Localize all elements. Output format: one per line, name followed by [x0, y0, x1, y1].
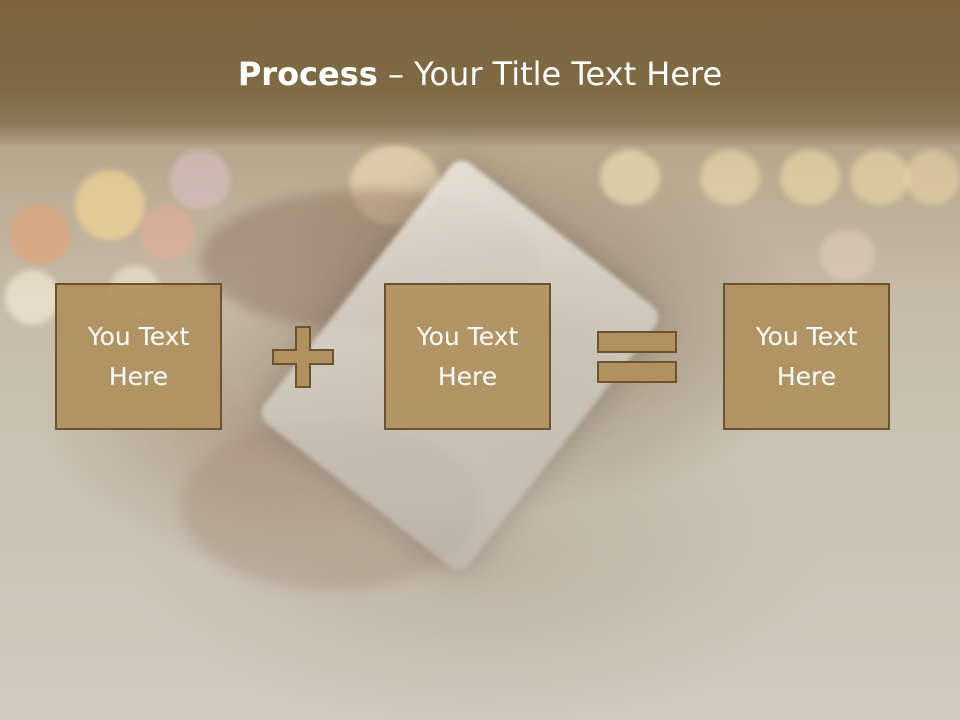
- process-box-2[interactable]: You Text Here: [384, 283, 551, 430]
- bokeh-light: [5, 270, 60, 325]
- slide-title: Process – Your Title Text Here: [0, 52, 960, 96]
- bokeh-light: [140, 205, 195, 260]
- title-rest: – Your Title Text Here: [377, 55, 723, 93]
- bokeh-light: [75, 170, 145, 240]
- bokeh-light: [820, 230, 875, 280]
- bokeh-light: [700, 150, 760, 205]
- bokeh-light: [600, 150, 660, 205]
- process-box-3[interactable]: You Text Here: [723, 283, 890, 430]
- plus-icon: [272, 326, 334, 388]
- bokeh-light: [780, 150, 840, 205]
- bokeh-light: [10, 205, 70, 265]
- bokeh-light: [850, 150, 910, 205]
- equals-icon: [597, 331, 677, 383]
- title-bold: Process: [237, 55, 378, 93]
- title-bar: [0, 0, 960, 148]
- process-box-3-text: You Text Here: [755, 321, 858, 391]
- bokeh-light: [905, 150, 960, 205]
- process-box-1[interactable]: You Text Here: [55, 283, 222, 430]
- bokeh-light: [170, 150, 230, 210]
- process-box-2-text: You Text Here: [416, 321, 519, 391]
- process-box-1-text: You Text Here: [87, 321, 190, 391]
